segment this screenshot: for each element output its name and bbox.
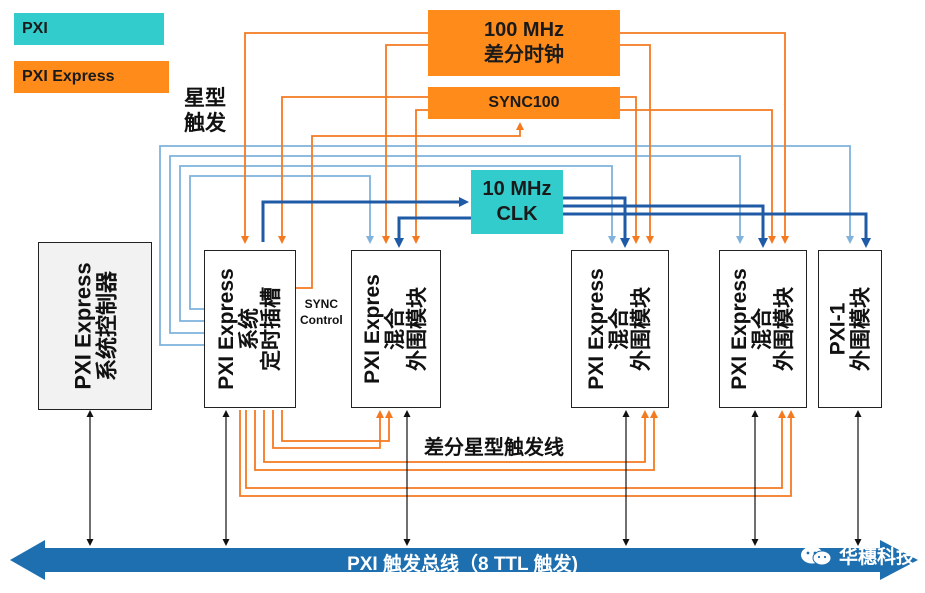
clock-100mhz-line1: 100 MHz (483, 19, 565, 41)
sync100-box (428, 87, 620, 119)
clock-100mhz-label: 100 MHz 差分时钟 (428, 10, 620, 76)
clk-10mhz-line1: 10 MHz (482, 178, 552, 200)
legend-pxi-express: PXI Express (22, 68, 115, 85)
clk-10mhz-line2: CLK (496, 203, 538, 225)
clk-10mhz-label: 10 MHz CLK (471, 170, 563, 234)
sync100-label: SYNC100 (488, 94, 560, 111)
module-pxi1-peripheral-text: PXI-1 外围模块 (826, 287, 872, 371)
clk-10mhz-box (471, 170, 563, 234)
legend-pxi-express-swatch (14, 61, 169, 93)
star-trigger-label: 星型 触发 (184, 86, 226, 136)
sync-control-line2: Control (300, 312, 343, 327)
clock-100mhz-lines (241, 32, 789, 244)
watermark-text: 华穗科技 (838, 547, 915, 568)
module-hybrid-peripheral-1-text: PXI Expres 混合 外围模块 (360, 274, 430, 384)
star-trigger-lines (159, 145, 854, 346)
module-system-controller: PXI Express 系统控制器 (38, 242, 152, 410)
wechat-icon (800, 546, 832, 565)
diff-star-trigger-lines (239, 410, 795, 497)
watermark: 华穗科技 (799, 542, 915, 569)
module-system-timing-slot-text: PXI Express 系统 定时插槽 (214, 268, 284, 390)
trigger-bus-label: PXI 触发总线（8 TTL 触发) (347, 554, 578, 575)
module-hybrid-peripheral-2-text: PXI Express 混合 外围模块 (584, 268, 654, 390)
bus-connections (86, 410, 862, 546)
module-hybrid-peripheral-1: PXI Expres 混合 外围模块 (351, 250, 441, 408)
module-system-controller-text: PXI Express 系统控制器 (70, 262, 119, 390)
sync-control-line1: SYNC (304, 297, 338, 311)
module-system-timing-slot: PXI Express 系统 定时插槽 (204, 250, 296, 408)
star-trigger-line1: 星型 (184, 87, 226, 110)
module-hybrid-peripheral-3-text: PXI Express 混合 外围模块 (727, 268, 797, 390)
legend-pxi: PXI (22, 20, 48, 37)
module-pxi1-peripheral: PXI-1 外围模块 (818, 250, 882, 408)
diff-star-trigger-label: 差分星型触发线 (424, 437, 564, 459)
clock-100mhz-line2: 差分时钟 (484, 44, 564, 66)
module-hybrid-peripheral-3: PXI Express 混合 外围模块 (719, 250, 807, 408)
clock-100mhz-box (428, 10, 620, 76)
module-hybrid-peripheral-2: PXI Express 混合 外围模块 (571, 250, 669, 408)
legend-pxi-swatch (14, 13, 164, 45)
sync-control-label: SYNC Control (300, 297, 343, 328)
sync100-lines (278, 96, 776, 289)
star-trigger-line2: 触发 (184, 112, 226, 136)
clk-10mhz-lines (261, 196, 871, 248)
trigger-bus-arrow (10, 540, 918, 580)
